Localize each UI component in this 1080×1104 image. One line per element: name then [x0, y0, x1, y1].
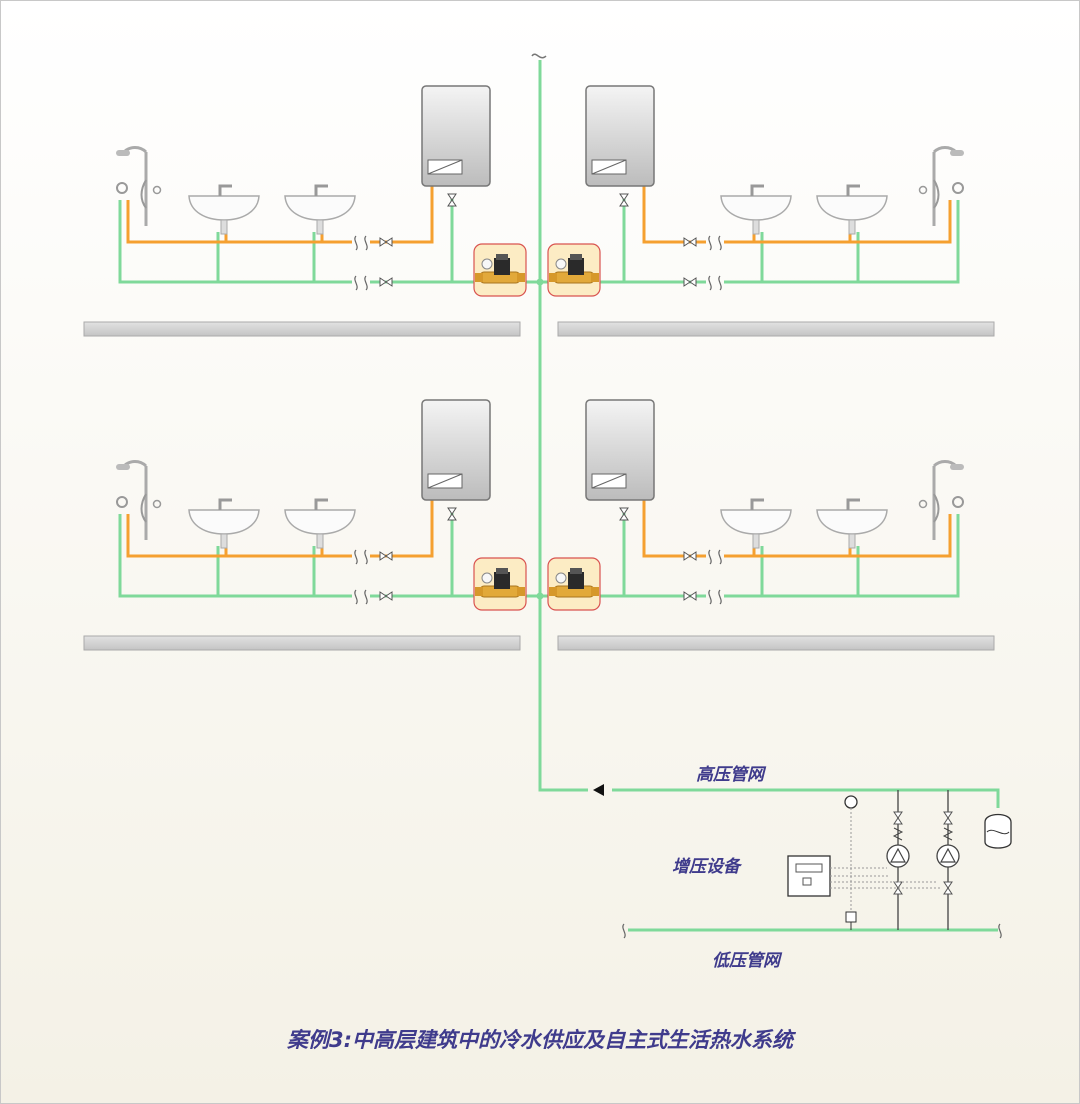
pump-icon: [936, 790, 960, 930]
cold-water-riser: [531, 53, 1000, 932]
high-pressure-network-label: 高压管网: [696, 765, 764, 785]
booster-equipment: [622, 790, 1012, 939]
pump-icon: [886, 790, 910, 930]
low-pressure-network-label: 低压管网: [712, 951, 780, 971]
floor-slab: [83, 321, 995, 651]
flow-direction-arrow-icon: [593, 784, 604, 796]
upper-floor: [114, 85, 966, 297]
expansion-tank-icon: [984, 813, 1012, 849]
diagram-caption: 案例3:中高层建筑中的冷水供应及自主式生活热水系统: [286, 1028, 793, 1052]
controller-icon: [787, 855, 831, 897]
booster-equipment-label: 增压设备: [672, 857, 740, 877]
